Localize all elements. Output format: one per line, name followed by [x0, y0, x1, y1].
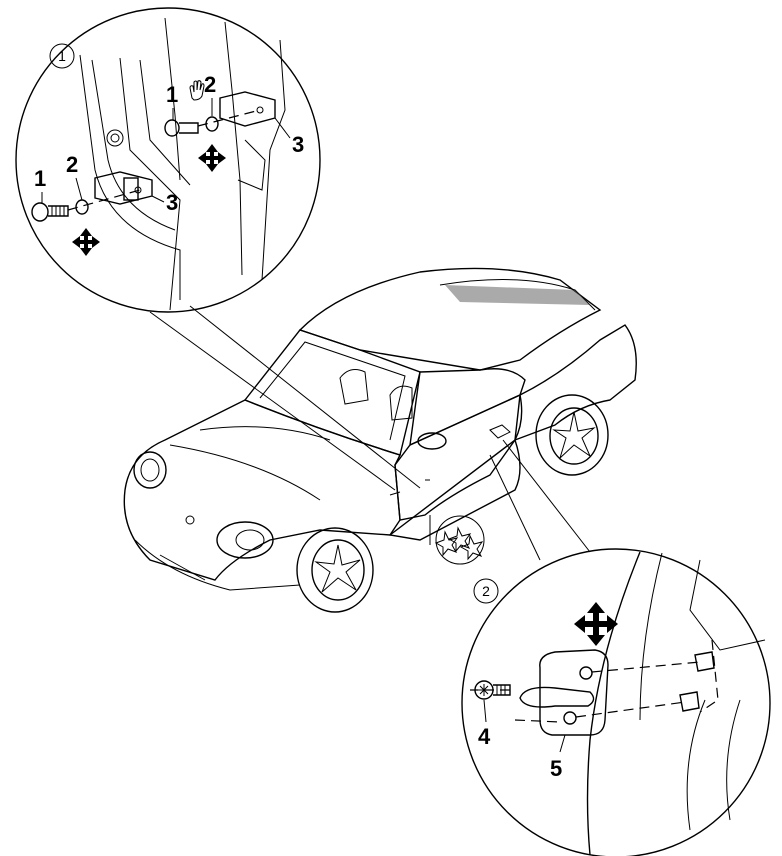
- label-1-right: 1: [166, 82, 178, 107]
- callout-1-number: 1: [58, 48, 66, 64]
- detail-circle-1: [15, 7, 421, 491]
- label-3-left: 3: [166, 190, 178, 215]
- adjust-arrows-icon: [574, 602, 618, 646]
- detail-2-labels: 4 5: [478, 699, 566, 781]
- detail-1-labels: 1 2 3 1 2 3: [34, 72, 304, 215]
- label-4: 4: [478, 724, 491, 749]
- label-2-left: 2: [66, 152, 78, 177]
- label-3-right: 3: [292, 132, 304, 157]
- label-1-left: 1: [34, 166, 46, 191]
- detail-circle-2: [461, 439, 771, 856]
- adjust-arrows-icon: [198, 144, 226, 172]
- label-5: 5: [550, 756, 562, 781]
- star-screw-icon: [434, 515, 485, 565]
- car-illustration: [123, 267, 637, 613]
- label-2-right: 2: [204, 72, 216, 97]
- callout-2-number: 2: [482, 583, 490, 599]
- callout-2: 2: [473, 578, 499, 604]
- adjust-arrows-icon: [72, 228, 100, 256]
- hand-icon: [189, 80, 205, 101]
- callout-1: 1: [49, 43, 75, 69]
